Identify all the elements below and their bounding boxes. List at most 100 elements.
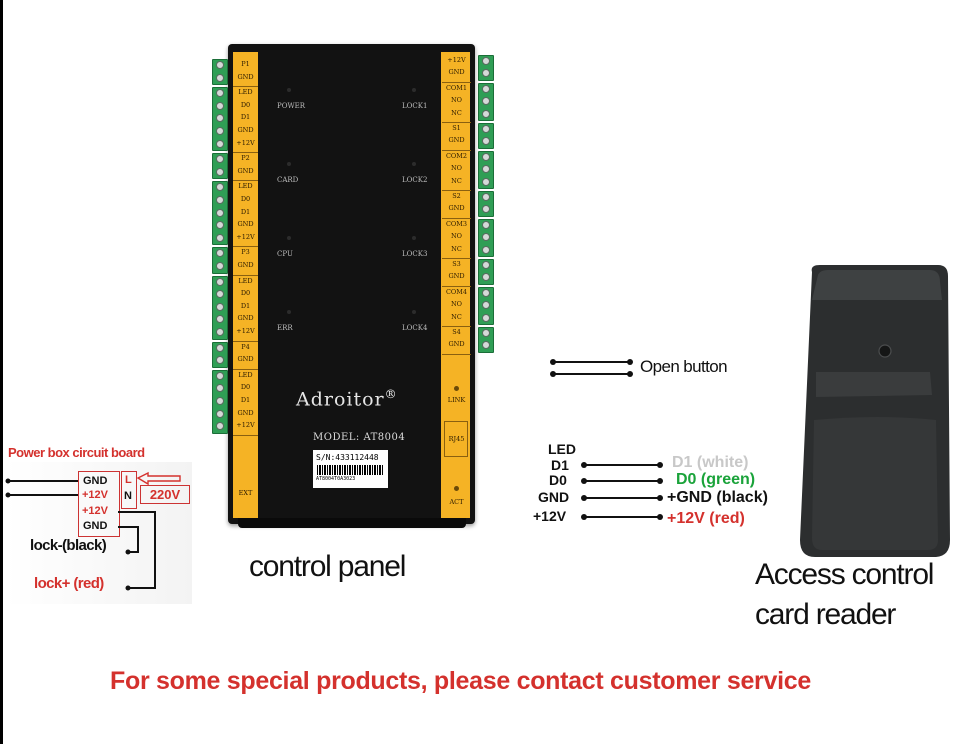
terminal-screw xyxy=(216,208,224,217)
terminal-screw xyxy=(482,205,490,214)
terminal-separator xyxy=(233,180,258,182)
l-label: L xyxy=(125,474,132,486)
right-terminal-strip xyxy=(441,52,470,518)
left-terminal-label: LED xyxy=(238,182,253,191)
wire-left-12v: +12V xyxy=(533,508,567,524)
terminal-screw xyxy=(216,262,224,270)
left-terminal-label: +12V xyxy=(236,327,255,335)
terminal-screw xyxy=(482,193,490,201)
terminal-screw xyxy=(216,139,224,148)
terminal-screw xyxy=(482,152,490,161)
terminal-screw xyxy=(482,233,490,242)
status-led-dot xyxy=(287,310,291,314)
left-terminal-label: GND xyxy=(237,126,254,134)
reader-top-highlight xyxy=(812,270,942,300)
rw-dot-3 xyxy=(581,478,587,484)
left-terminal-label: P4 xyxy=(241,342,250,351)
reader-panel xyxy=(812,417,938,550)
right-terminal-label: NO xyxy=(450,300,463,309)
left-terminal-label: D1 xyxy=(240,207,251,216)
wire-gnd-name: +GND xyxy=(667,489,712,506)
left-terminal-label: D0 xyxy=(240,383,251,392)
ob-dot-4 xyxy=(627,371,633,377)
left-terminal-strip xyxy=(233,52,258,518)
wire-right-12v: +12V (red) xyxy=(667,510,745,528)
status-led-dot xyxy=(287,162,291,166)
panel-foot xyxy=(238,518,466,528)
right-terminal-label: NO xyxy=(450,164,463,173)
left-terminal-label: D0 xyxy=(240,195,251,203)
right-terminal-label: COM1 xyxy=(445,83,468,92)
terminal-screw xyxy=(216,328,224,336)
left-terminal-label: P1 xyxy=(241,60,250,68)
ac-voltage-label: 220V xyxy=(140,485,190,504)
left-terminal-label: P3 xyxy=(241,248,250,257)
left-terminal-ext: EXT xyxy=(238,489,253,497)
left-terminal-label: D1 xyxy=(240,396,251,404)
terminal-separator xyxy=(233,340,258,342)
rw-dot-7 xyxy=(581,514,587,520)
wire-d0-color: (green) xyxy=(700,471,756,488)
serial-sub: AT8004T0A3023 xyxy=(316,476,356,482)
rw-dot-4 xyxy=(657,478,663,484)
right-terminal-label: COM2 xyxy=(445,151,468,160)
pb-row-gnd2: GND xyxy=(83,520,108,532)
wire-left-d0: D0 xyxy=(549,472,567,488)
right-terminal-label: NC xyxy=(451,176,462,185)
wire-left-gnd: GND xyxy=(538,489,570,505)
lock-led-dot xyxy=(412,162,416,166)
terminal-screw xyxy=(482,273,490,282)
brand-mark: ® xyxy=(384,387,398,401)
left-terminal-label: P2 xyxy=(241,154,250,163)
terminal-separator xyxy=(442,190,471,191)
left-terminal-label: D0 xyxy=(240,100,251,109)
terminal-screw xyxy=(482,84,490,93)
terminal-separator xyxy=(233,246,258,248)
terminal-screw xyxy=(216,183,224,192)
wire-right-d0: D0 (green) xyxy=(676,471,755,489)
caption-reader-line2: card reader xyxy=(755,598,896,631)
terminal-screw xyxy=(482,341,490,350)
right-terminal-label: S1 xyxy=(452,124,461,132)
link-led xyxy=(454,386,459,391)
terminal-screw xyxy=(216,384,224,393)
terminal-separator xyxy=(233,274,258,276)
right-terminal-label: NC xyxy=(451,312,462,321)
brand-logo: Adroitor® xyxy=(296,387,398,410)
ob-dot-2 xyxy=(627,359,633,365)
terminal-screw xyxy=(482,245,490,254)
terminal-screw xyxy=(216,155,224,164)
right-terminal-label: S2 xyxy=(452,192,461,200)
terminal-screw xyxy=(482,329,490,337)
right-terminal-label: GND xyxy=(448,272,465,281)
right-terminal-label: NC xyxy=(451,244,462,253)
wire-end-2 xyxy=(5,492,11,498)
right-terminal-act: ACT xyxy=(449,498,464,506)
left-terminal-label: GND xyxy=(237,72,254,81)
left-terminal-label: +12V xyxy=(236,421,255,430)
terminal-separator xyxy=(233,434,258,436)
terminal-screw xyxy=(482,69,490,78)
right-terminal-label: COM3 xyxy=(445,219,468,228)
terminal-separator xyxy=(233,368,258,370)
serial-sticker: S/N:433112448 AT8004T0A3023 xyxy=(313,450,388,488)
terminal-screw xyxy=(482,301,490,310)
terminal-screw xyxy=(216,356,224,365)
open-button-label: Open button xyxy=(640,357,728,376)
right-terminal-label: COM4 xyxy=(445,287,468,296)
right-terminal-label: GND xyxy=(448,204,465,213)
wire-lock-minus xyxy=(118,526,139,553)
left-terminal-label: LED xyxy=(238,370,253,379)
card-reader-device xyxy=(800,265,950,557)
right-terminal-label: S4 xyxy=(452,328,461,336)
left-terminal-label: +12V xyxy=(236,138,255,147)
terminal-screw xyxy=(482,313,490,322)
rw-dot-5 xyxy=(581,495,587,501)
terminal-screw xyxy=(216,397,224,405)
power-terminal-block: GND +12V +12V GND xyxy=(78,471,120,537)
left-terminal-label: GND xyxy=(237,408,254,417)
ac-arrow xyxy=(136,471,181,486)
terminal-screw xyxy=(482,288,490,297)
lock-led-label: LOCK4 xyxy=(402,324,428,332)
